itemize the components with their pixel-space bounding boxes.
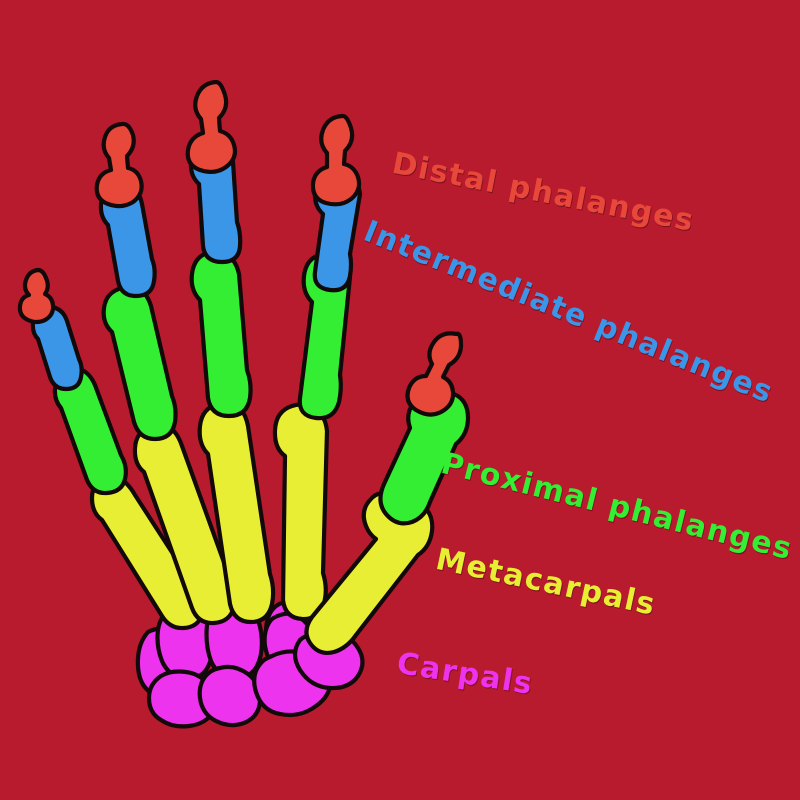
metacarpals-group xyxy=(89,399,435,656)
proximal-phalanx xyxy=(378,389,471,526)
carpal-bone xyxy=(197,664,263,728)
metacarpal-bone xyxy=(272,402,330,622)
proximal-phalanx xyxy=(189,249,253,419)
metacarpal-bone xyxy=(304,490,435,656)
proximal-phalanx xyxy=(101,284,178,442)
distal-phalanx xyxy=(405,331,464,417)
distal-phalanx xyxy=(17,267,56,325)
proximal-phalanges-group xyxy=(52,249,471,526)
distal-phalanx xyxy=(185,79,238,175)
distal-phalanx xyxy=(94,121,144,209)
distal-phalanx xyxy=(310,113,362,207)
distal-phalanges-group xyxy=(17,79,464,417)
